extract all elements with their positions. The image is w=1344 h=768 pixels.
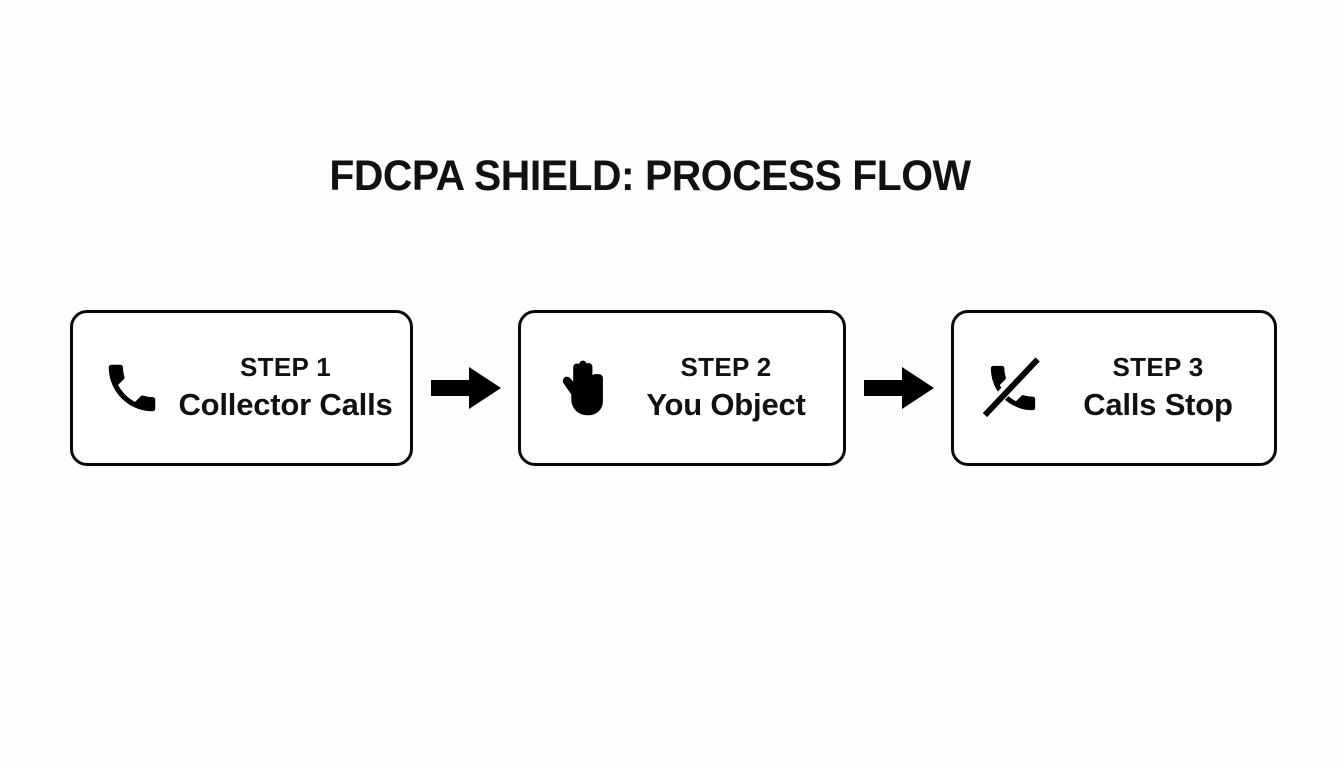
step-label-2: STEP 2 (680, 352, 772, 383)
arrow-right-icon (863, 366, 935, 410)
step-label-1: STEP 1 (240, 352, 331, 383)
flow-step-text-1: STEP 1 Collector Calls (175, 352, 396, 423)
process-flow-diagram: STEP 1 Collector Calls STEP 2 You Object (70, 310, 1277, 466)
phone-off-icon (980, 355, 1046, 421)
page-title: FDCPA SHIELD: PROCESS FLOW (329, 152, 971, 200)
flow-step-text-2: STEP 2 You Object (623, 352, 829, 423)
phone-icon (99, 355, 165, 421)
step-label-3: STEP 3 (1112, 352, 1204, 383)
flow-step-card-1[interactable]: STEP 1 Collector Calls (70, 310, 413, 466)
step-title-2: You Object (646, 387, 806, 423)
raised-hand-icon (547, 355, 613, 421)
flow-step-text-3: STEP 3 Calls Stop (1056, 352, 1260, 423)
step-title-3: Calls Stop (1083, 387, 1233, 423)
flow-step-card-2[interactable]: STEP 2 You Object (518, 310, 846, 466)
arrow-right-icon (430, 366, 502, 410)
flow-step-card-3[interactable]: STEP 3 Calls Stop (951, 310, 1277, 466)
step-title-1: Collector Calls (178, 387, 393, 423)
